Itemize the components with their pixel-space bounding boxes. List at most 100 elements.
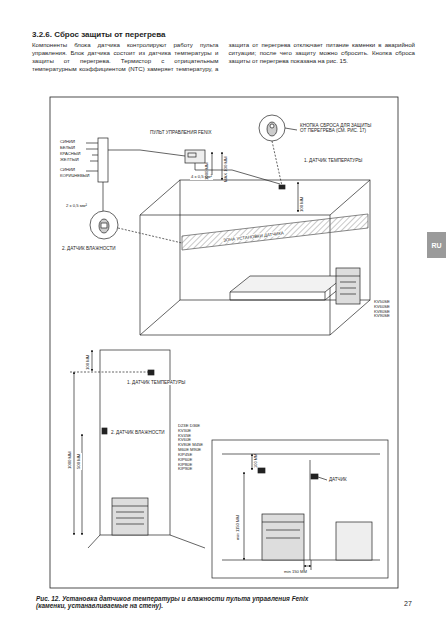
sensor-detail-right-part [285, 128, 297, 130]
sensor-detail-right-part [279, 185, 285, 189]
wall-lower-left-part [74, 372, 75, 535]
part-name: 2. ДАТЧИК ВЛАЖНОСТИ [110, 430, 166, 435]
wire-bundle [86, 138, 185, 211]
wall-lower-left-part [148, 370, 154, 375]
heater-lower [112, 498, 148, 535]
wall-lower-left-part [70, 372, 148, 373]
dimension: 1000 ММ [68, 451, 73, 470]
wall-lower-left-part [92, 350, 93, 371]
dimension-top-part [222, 152, 223, 180]
wire-bundle-part [92, 155, 98, 156]
inset-detail-part [244, 472, 245, 560]
figure-caption: Рис. 12. Установка датчиков температуры … [36, 595, 336, 610]
sensor-detail-right-part [267, 122, 277, 136]
part-name: ПУЛЬТ УПРАВЛЕНИЯ FENIX [150, 130, 220, 135]
wire-color: СИНИЙ [60, 140, 75, 145]
wire-spec: 2 x 0,5 мм² [66, 204, 87, 209]
sensor-detail-left-part [118, 228, 182, 243]
dimension-top [212, 152, 298, 212]
dimension: 500 ММ [77, 453, 82, 470]
heater-kv-part [340, 294, 356, 295]
inset-detail-part [266, 538, 300, 539]
wire-color: БЕЛЫЙ [60, 146, 75, 151]
inset-detail-part [262, 514, 304, 560]
inset-detail-part [336, 522, 372, 560]
dimension: min 1150 ММ [236, 515, 241, 540]
sensor-zone-band [182, 214, 368, 250]
wire-color: КОРИЧНЕВЫЙ [60, 174, 90, 179]
room-outline-part [180, 180, 370, 300]
inset-detail-part [304, 566, 311, 567]
part-name: ДАТЧИК [329, 477, 347, 482]
figure-frame [50, 97, 398, 588]
dimension: min 150 ММ [284, 570, 307, 575]
model-list: KV50SE KV60SE KV80SE KV90SE [374, 300, 396, 319]
part-name: 1. ДАТЧИК ТЕМПЕРАТУРЫ [304, 158, 362, 163]
sensor-detail-right-part [259, 115, 285, 141]
heater-lower-part [112, 498, 148, 535]
room-outline-part [140, 180, 180, 215]
part-name: 1. ДАТЧИК ТЕМПЕРАТУРЫ [126, 380, 186, 385]
bench-part [230, 276, 345, 292]
room-outline-part [330, 300, 370, 335]
inset-detail-part [262, 522, 304, 523]
wall-lower-left-part [88, 535, 100, 548]
control-panel [185, 150, 280, 184]
wall-lower-left-part [100, 350, 170, 535]
tab-text: RU [431, 242, 441, 249]
wire-color: ЖЕЛТЫЙ [60, 158, 79, 163]
wire-bundle-part [108, 150, 185, 156]
heater-kv-part [340, 288, 356, 289]
inset-detail-part [258, 468, 265, 473]
heater-kv-part [340, 282, 356, 283]
dimension: 1000 ММ [205, 163, 210, 180]
wire-bundle-part [86, 171, 98, 172]
room-outline-part [140, 335, 330, 336]
control-panel-part [185, 150, 205, 163]
heater-kv-part [336, 268, 360, 304]
room-outline-part [140, 300, 180, 335]
inset-detail-part [266, 530, 300, 531]
wall-lower-left-part [102, 428, 107, 434]
inset-detail-part [212, 440, 388, 578]
inset-detail [212, 440, 388, 578]
sensor-detail-right-part [270, 124, 274, 128]
wall-lower-left-part [170, 535, 205, 548]
wire-bundle-part [90, 161, 98, 162]
body-text: Компоненты блока датчика контролируют ра… [32, 41, 415, 73]
heater-kv [336, 268, 360, 304]
wire-bundle-part [86, 149, 98, 150]
sensor-detail-right-part [272, 141, 282, 186]
wire-bundle-part [103, 182, 104, 211]
sensor-zone-band-part [182, 214, 368, 250]
dimension: 100 ММ [300, 197, 305, 212]
dimension: MAX 100 ММ [224, 157, 229, 182]
bench-part [230, 292, 325, 300]
sensor-detail-right [259, 115, 297, 189]
wall-lower-left-part [82, 434, 83, 535]
inset-detail-part [311, 560, 312, 570]
dimension: 100 ММ [254, 454, 259, 468]
room-outline [140, 180, 370, 335]
heater-kv-part [336, 276, 360, 277]
inset-detail-part [311, 474, 318, 479]
heater-lower-part [116, 524, 144, 525]
heater-lower-part [112, 506, 148, 507]
wire-bundle-part [98, 138, 108, 182]
page-number: 27 [404, 600, 412, 608]
sensor-detail-left [90, 211, 182, 243]
inset-detail-part [222, 454, 380, 455]
wire-color: КРАСНЫЙ [60, 152, 80, 157]
wall-lower-left [70, 350, 205, 548]
wire-bundle-part [86, 143, 98, 144]
control-panel-part [188, 153, 196, 157]
part-name: КНОПКА СБРОСА ДЛЯ ЗАЩИТЫ ОТ ПЕРЕГРЕВА (С… [300, 123, 372, 134]
inset-detail-part [252, 454, 253, 470]
model-list: D23E D36E KV30E KV45E KV60E KV80E M45E M… [178, 424, 204, 472]
sensor-detail-left-part [99, 219, 109, 233]
sensor-detail-left-part [101, 223, 107, 228]
part-name: 2. ДАТЧИК ВЛАЖНОСТИ [62, 246, 116, 251]
language-tab: RU [427, 232, 446, 258]
dimension-top-part [298, 182, 299, 212]
heater-lower-part [116, 518, 144, 519]
